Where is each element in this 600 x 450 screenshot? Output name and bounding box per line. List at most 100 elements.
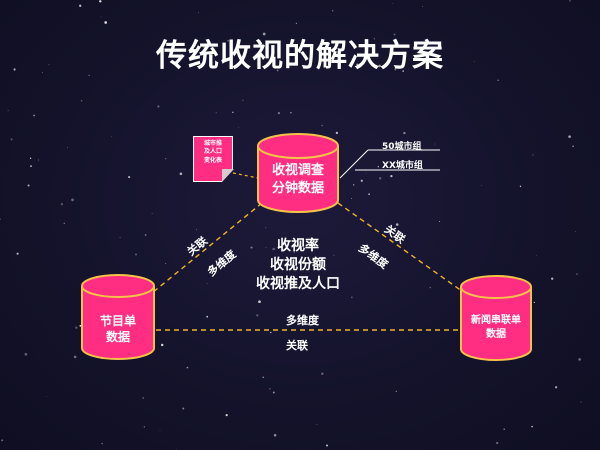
star	[179, 172, 183, 176]
star	[75, 326, 78, 330]
star	[572, 145, 574, 147]
star	[151, 213, 153, 214]
star	[29, 157, 32, 159]
star	[100, 16, 102, 18]
star	[101, 442, 103, 445]
star	[144, 233, 147, 236]
star	[321, 124, 323, 127]
bottom-edge-label-1: 多维度	[286, 314, 319, 327]
star	[160, 343, 164, 347]
star	[496, 441, 499, 445]
metric-rating: 收视率	[277, 238, 319, 254]
star	[135, 253, 137, 256]
star	[270, 331, 272, 334]
star	[403, 131, 406, 135]
star	[335, 131, 339, 135]
star	[1, 439, 4, 442]
star	[33, 114, 35, 117]
star	[99, 0, 102, 3]
star	[356, 63, 359, 66]
star	[390, 174, 393, 178]
star	[182, 407, 185, 410]
star	[63, 222, 66, 225]
star	[206, 283, 208, 285]
star	[242, 99, 244, 102]
star	[536, 255, 537, 257]
star	[551, 277, 554, 280]
edge-top-right	[337, 202, 467, 295]
cylinder-news-rundown: 新闻串联单 数据	[459, 274, 533, 362]
star	[272, 391, 275, 394]
star	[422, 6, 424, 8]
star	[395, 223, 399, 226]
star	[232, 111, 234, 113]
star	[360, 179, 363, 182]
star	[27, 184, 30, 187]
star	[394, 68, 397, 71]
star	[273, 433, 277, 437]
star	[16, 252, 19, 255]
edge-top-left	[151, 202, 263, 294]
city-tag-bracket	[339, 149, 369, 179]
star	[265, 227, 267, 229]
star	[41, 72, 43, 74]
star	[326, 444, 328, 447]
star	[67, 147, 69, 149]
star	[290, 112, 292, 114]
page-title: 传统收视的解决方案	[156, 38, 444, 74]
star	[45, 396, 47, 397]
star	[434, 143, 436, 145]
star	[519, 185, 522, 188]
star	[503, 428, 505, 431]
star	[473, 61, 475, 62]
star	[332, 10, 334, 12]
star	[262, 32, 266, 36]
star	[159, 430, 161, 431]
star	[143, 426, 145, 428]
star	[256, 314, 259, 317]
star	[88, 74, 90, 76]
star	[250, 246, 253, 249]
star	[393, 33, 396, 36]
star	[157, 105, 160, 108]
star	[554, 386, 558, 389]
star	[302, 340, 304, 343]
star	[262, 376, 265, 379]
cylinder-viewing-survey: 收视调查 分钟数据	[256, 132, 340, 214]
star	[321, 372, 324, 376]
star	[378, 177, 382, 180]
metric-projected-audience: 收视推及人口	[256, 275, 340, 292]
note-connector	[232, 172, 259, 179]
star	[276, 69, 279, 72]
metric-share: 收视份额	[270, 256, 326, 273]
star	[575, 231, 577, 232]
star	[48, 64, 50, 66]
star	[295, 22, 298, 25]
star	[378, 64, 381, 68]
star	[569, 0, 571, 2]
star	[24, 352, 28, 356]
star	[37, 159, 40, 161]
star	[0, 218, 1, 220]
star	[533, 301, 536, 304]
star	[402, 70, 405, 73]
star	[351, 198, 352, 199]
star	[269, 388, 271, 390]
star	[79, 324, 82, 327]
star	[196, 229, 198, 231]
star	[111, 136, 113, 138]
center-metrics: 收视率 收视份额 收视推及人口	[230, 237, 366, 294]
star	[186, 366, 189, 369]
cylinder-program-schedule: 节目单 数据	[80, 273, 156, 361]
star	[377, 166, 379, 168]
star	[371, 44, 373, 46]
star	[272, 247, 275, 251]
star	[238, 127, 239, 128]
star	[215, 112, 217, 114]
star	[73, 355, 77, 359]
star	[142, 397, 145, 399]
bottom-edge-label-2: 关联	[286, 339, 308, 352]
note-text: 城市推 及人口 变化表	[203, 140, 222, 164]
star	[128, 176, 131, 179]
star	[429, 287, 431, 289]
